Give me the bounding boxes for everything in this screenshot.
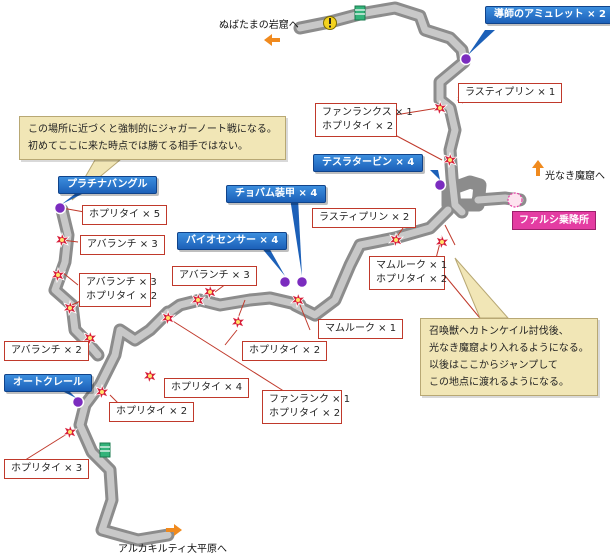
save-icon xyxy=(354,5,366,21)
destination-bottom[interactable]: アルカキルティ大平原へ xyxy=(118,544,227,555)
item-auto: オートクレール xyxy=(4,374,92,392)
enemy-label: ラスティプリン × 1 xyxy=(458,83,563,103)
save-icon xyxy=(99,442,111,458)
enemy-label: アバランチ × 3 xyxy=(80,235,165,255)
item-pointer xyxy=(430,170,440,180)
enemy-label: マムルーク × 1 xyxy=(318,319,404,339)
item-tesla: テスラタービン × 4 xyxy=(313,154,424,172)
treasure-markers xyxy=(53,52,473,409)
enemy-label: ホプリタイ × 3 xyxy=(4,459,90,479)
exit-arrow-icon xyxy=(166,524,182,536)
falsi-station-label: ファルシ乗降所 xyxy=(512,211,596,230)
enemy-label: ホプリタイ × 2 xyxy=(242,341,328,361)
destination-right[interactable]: 光なき魔窟へ xyxy=(545,171,605,182)
note-juggernaut: この場所に近づくと強制的にジャガーノート戦になる。初めてここに来た時点では勝てる… xyxy=(19,116,286,160)
exit-arrow-icon xyxy=(532,160,544,176)
warning-icon xyxy=(323,16,337,30)
enemy-label: ホプリタイ × 2 xyxy=(109,402,195,422)
enemy-label: アバランチ × 3 xyxy=(172,266,257,286)
falsi-marker-icon xyxy=(507,192,523,208)
note-pointer xyxy=(454,257,510,319)
destination-top-left[interactable]: ぬばたまの岩窟へ xyxy=(219,20,299,31)
item-platinum: プラチナバングル xyxy=(58,176,157,194)
item-pointer xyxy=(290,198,302,276)
note-falsi: 召喚獣ヘカトンケイル討伐後、光なき魔窟より入れるようになる。 以後はここからジャ… xyxy=(420,318,598,396)
item-amulet: 導師のアミュレット × 2 xyxy=(485,6,610,24)
enemy-label: アバランチ × 2 xyxy=(4,341,89,361)
enemy-label: ホプリタイ × 5 xyxy=(82,205,168,225)
item-chobam: チョバム装甲 × 4 xyxy=(226,185,327,203)
item-pointer xyxy=(60,390,76,398)
item-pointer xyxy=(260,246,285,276)
enemy-label: ホプリタイ × 4 xyxy=(164,378,250,398)
exit-arrow-icon xyxy=(264,34,280,46)
item-bio: バイオセンサー × 4 xyxy=(177,232,288,250)
enemy-label: ラスティプリン × 2 xyxy=(312,208,417,228)
item-pointer xyxy=(468,30,495,55)
